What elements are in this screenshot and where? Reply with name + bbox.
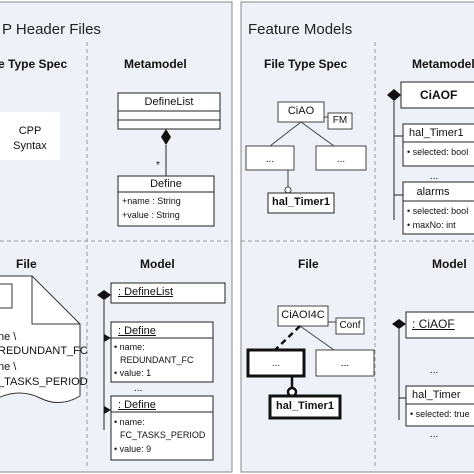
define-instance-2-box <box>110 395 214 461</box>
definelist-instance-name: : DefineList <box>118 286 174 298</box>
file-line-4: _TASKS_PERIOD <box>0 376 88 388</box>
syntax-label: Syntax <box>13 140 47 152</box>
config-child-2-label: ... <box>340 358 350 369</box>
optional-circle <box>284 186 292 194</box>
config-hal-timer-label: hal_Timer1 <box>276 400 334 412</box>
left-model-heading: Model <box>140 257 175 271</box>
fm-tag-box <box>327 112 353 130</box>
model-hal-attr: • selected: true <box>410 409 470 419</box>
define-attr-name: +name : String <box>122 196 181 206</box>
define-2-name-value: FC_TASKS_PERIOD <box>120 430 206 440</box>
define-class-name: Define <box>150 178 182 190</box>
hal-timer-node-box <box>267 192 335 214</box>
define-class-box <box>117 175 215 227</box>
definelist-instance-box <box>110 282 226 304</box>
model-right-diamond <box>392 319 406 329</box>
ciaoi4c-node-label: CiAOI4C <box>281 309 325 321</box>
meta-root-box <box>400 81 474 109</box>
definelist-class-name: DefineList <box>144 96 194 108</box>
config-child-2-box <box>315 349 375 377</box>
meta-hal-attr: • selected: bool <box>407 147 469 157</box>
meta-hal-timer-label: hal_Timer1 <box>409 127 464 139</box>
file-document-shape <box>0 275 81 403</box>
ciao-node-label: CiAO <box>287 105 315 117</box>
multiplicity-label: * <box>156 160 160 171</box>
define-2-value: • value: 9 <box>114 444 152 454</box>
left-metamodel-heading: Metamodel <box>124 57 187 71</box>
model-root-box <box>405 311 474 339</box>
model-ellipsis-2: ... <box>430 429 439 440</box>
meta-hal-timer-box <box>402 123 474 167</box>
define-1-name-value: REDUNDANT_FC <box>120 355 194 365</box>
define-attr-value: +value : String <box>122 210 180 220</box>
model-diamond <box>97 290 111 300</box>
right-model-heading: Model <box>432 257 467 271</box>
meta-alarms-attr-maxno: • maxNo: int <box>407 220 456 230</box>
conf-tag-box <box>335 317 365 335</box>
define-1-value: • value: 1 <box>114 368 152 378</box>
right-spec-heading: File Type Spec <box>264 57 348 71</box>
fm-tag-label: FM <box>332 115 348 126</box>
meta-root-label: CiAOF <box>420 88 458 102</box>
model-hal-timer-box <box>405 385 474 427</box>
composition-diamond <box>161 129 171 145</box>
config-child-1-box <box>246 348 306 378</box>
conf-tag-label: Conf <box>339 320 361 331</box>
config-hal-timer-box <box>268 394 342 420</box>
cpp-label: CPP <box>18 125 42 137</box>
model-hal-timer-label: hal_Timer <box>412 389 461 401</box>
file-line-1: ne \ <box>0 331 17 343</box>
define-2-name-key: • name: <box>114 417 145 427</box>
define-instance-1-box <box>110 321 214 383</box>
config-child-1-label: ... <box>271 358 281 369</box>
define-instance-2-name: : Define <box>118 399 156 411</box>
define-1-name-key: • name: <box>114 342 145 352</box>
left-panel-title: P Header Files <box>2 21 101 38</box>
feature-child-1-box <box>245 145 295 171</box>
meta-alarms-box <box>402 181 474 235</box>
file-line-3: ne \ <box>0 361 17 373</box>
file-corner-box <box>0 283 13 309</box>
define-instance-1-name: : Define <box>118 325 156 337</box>
feature-child-2-box <box>315 145 367 171</box>
meta-ellipsis: ... <box>430 171 439 182</box>
model-ellipsis-1: ... <box>430 365 439 376</box>
right-file-heading: File <box>298 257 319 271</box>
feature-child-1-label: ... <box>265 154 275 165</box>
feature-child-2-label: ... <box>336 154 346 165</box>
cpp-syntax-box <box>0 112 60 160</box>
meta-alarms-label: alarms <box>416 186 450 198</box>
model-root-label: : CiAOF <box>412 317 455 331</box>
meta-diamond <box>387 89 401 101</box>
right-panel-title: Feature Models <box>248 21 353 38</box>
right-metamodel-heading: Metamodel <box>412 57 474 71</box>
file-line-2: REDUNDANT_FC <box>0 345 88 357</box>
meta-alarms-attr-selected: • selected: bool <box>407 206 469 216</box>
hal-timer-node-label: hal_Timer1 <box>272 196 330 208</box>
left-file-heading: File <box>16 257 37 271</box>
ciaoi4c-node-box <box>277 305 329 327</box>
left-spec-heading: e Type Spec <box>0 57 68 71</box>
left-model-ellipsis: ... <box>134 383 143 394</box>
